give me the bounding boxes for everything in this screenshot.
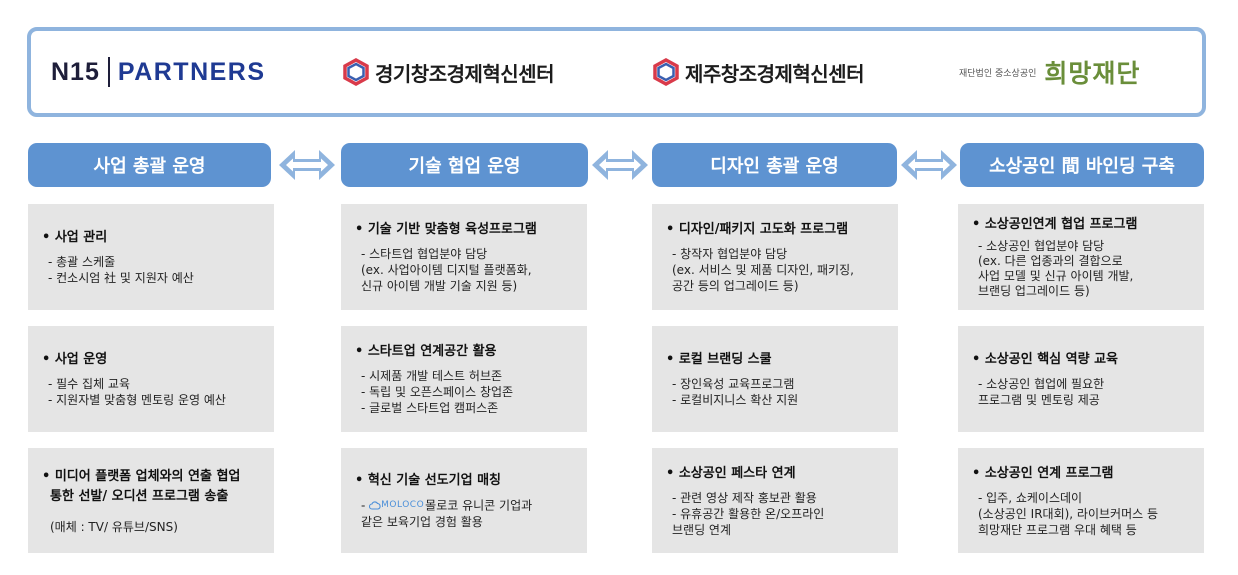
box-item: (소상공인 IR대회), 라이브커머스 등 [978,506,1159,521]
gyeonggi-center-name: 경기창조경제혁신센터 [375,61,555,86]
box-festa: • 소상공인 페스타 연계 - 관련 영상 제작 홍보관 활용 - 유휴공간 활… [652,448,898,553]
box-design-program: • 디자인/패키지 고도화 프로그램 - 창작자 협업분야 담당 (ex. 서비… [652,204,898,310]
phase-label: 사업 총괄 운영 [93,156,206,177]
phase-small-business-binding: 소상공인 間 바인딩 구축 [960,143,1204,187]
box-item: - 총괄 스케줄 [48,255,116,269]
phase-label: 디자인 총괄 운영 [710,156,839,177]
jeju-center-name: 제주창조경제혁신센터 [685,61,865,86]
box-title: • 혁신 기술 선도기업 매칭 [355,473,502,489]
box-title: • 사업 운영 [42,352,108,367]
box-small-business-collab: • 소상공인연계 협업 프로그램 - 소상공인 협업분야 담당 (ex. 다른 … [958,204,1204,310]
box-title: • 스타트업 연계공간 활용 [355,344,497,359]
box-item: (ex. 서비스 및 제품 디자인, 패키징, [672,263,854,277]
creative-center-ring-icon [343,58,369,86]
box-item: (ex. 사업아이템 디지털 플랫폼화, [361,263,532,277]
huimang-foundation-logo: 재단법인 중소상공인 희망재단 [959,31,1140,113]
box-note: (매체 : TV/ 유튜브/SNS) [50,519,178,534]
partners-text: PARTNERS [117,57,266,86]
partner-logo-bar: N15 PARTNERS 경기창조경제혁신센터 제주창조경제혁신센터 재단법인 … [27,27,1206,117]
n15-separator [107,57,110,87]
double-arrow-icon [279,150,335,180]
box-tech-program: • 기술 기반 맞춤형 육성프로그램 - 스타트업 협업분야 담당 (ex. 사… [341,204,587,310]
box-item: - 지원자별 맞춤형 멘토링 운영 예산 [48,393,226,407]
phase-label: 기술 협업 운영 [408,156,521,177]
box-title: • 기술 기반 맞춤형 육성프로그램 [355,222,537,237]
box-item: - 창작자 협업분야 담당 [672,247,788,261]
box-startup-space: • 스타트업 연계공간 활용 - 시제품 개발 테스트 허브존 - 독립 및 오… [341,326,587,432]
box-title: • 디자인/패키지 고도화 프로그램 [666,222,849,237]
box-item: - 관련 영상 제작 홍보관 활용 [672,490,817,505]
box-media-platform: • 미디어 플랫폼 업체와의 연출 협업 통한 선발/ 오디션 프로그램 송출 … [28,448,274,553]
box-item: 공간 등의 업그레이드 등) [672,279,799,293]
box-item-text: 몰로코 유니콘 기업과 [425,498,533,513]
box-local-branding: • 로컬 브랜딩 스쿨 - 장인육성 교육프로그램 - 로컬비지니스 확산 지원 [652,326,898,432]
box-item: - 소상공인 협업에 필요한 [978,377,1105,391]
phase-business-management: 사업 총괄 운영 [28,143,271,187]
box-title: • 소상공인 페스타 연계 [666,465,796,481]
box-item: 신규 아이템 개발 기술 지원 등) [361,279,518,293]
box-item: - 로컬비지니스 확산 지원 [672,393,799,407]
phase-tech-collaboration: 기술 협업 운영 [341,143,588,187]
box-item: - 필수 집체 교육 [48,377,131,391]
jeju-center-logo: 제주창조경제혁신센터 [651,31,865,113]
box-item: - 컨소시엄 社 및 지원자 예산 [48,271,194,285]
moloco-cloud-icon [369,501,381,510]
box-item: - 독립 및 오픈스페이스 창업존 [361,385,514,399]
double-arrow-icon [592,150,648,180]
box-title: • 사업 관리 [42,230,108,245]
creative-center-ring-icon [653,58,679,86]
box-item: - 스타트업 협업분야 담당 [361,247,488,261]
gyeonggi-center-logo: 경기창조경제혁신센터 [341,31,555,113]
box-title: • 소상공인 연계 프로그램 [972,465,1114,481]
box-title: • 로컬 브랜딩 스쿨 [666,352,772,367]
box-item: - 입주, 쇼케이스데이 [978,490,1083,505]
moloco-text: MOLOCO [381,500,425,511]
box-item: (ex. 다른 업종과의 결합으로 [978,254,1123,268]
n15-partners-logo: N15 PARTNERS [51,31,266,113]
box-business-operation: • 사업 운영 - 필수 집체 교육 - 지원자별 맞춤형 멘토링 운영 예산 [28,326,274,432]
phase-design-management: 디자인 총괄 운영 [652,143,897,187]
box-item: 같은 보육기업 경험 활용 [361,514,483,529]
huimang-subtitle: 재단법인 중소상공인 [959,68,1037,79]
box-item: - 유휴공간 활용한 온/오프라인 [672,506,825,521]
huimang-name: 희망재단 [1044,59,1141,88]
box-core-education: • 소상공인 핵심 역량 교육 - 소상공인 협업에 필요한 프로그램 및 멘토… [958,326,1204,432]
box-item: - 장인육성 교육프로그램 [672,377,795,391]
box-linked-program: • 소상공인 연계 프로그램 - 입주, 쇼케이스데이 (소상공인 IR대회),… [958,448,1204,553]
box-item: 프로그램 및 멘토링 제공 [978,393,1100,407]
box-title: • 소상공인 핵심 역량 교육 [972,352,1119,367]
box-item: - 글로벌 스타트업 캠퍼스존 [361,401,499,415]
box-item: 브랜딩 연계 [672,522,732,537]
box-business-admin: • 사업 관리 - 총괄 스케줄 - 컨소시엄 社 및 지원자 예산 [28,204,274,310]
box-title: • 소상공인연계 협업 프로그램 [972,217,1138,232]
double-arrow-icon [901,150,957,180]
box-title-line2: 통한 선발/ 오디션 프로그램 송출 [50,488,229,504]
n15-text: N15 [51,57,100,86]
box-item: 사업 모델 및 신규 아이템 개발, [978,269,1134,283]
box-item: 브랜딩 업그레이드 등) [978,284,1090,298]
box-item: 희망재단 프로그램 우대 혜택 등 [978,522,1137,537]
box-title: • 미디어 플랫폼 업체와의 연출 협업 [42,468,241,484]
box-item: - 소상공인 협업분야 담당 [978,239,1105,253]
box-item: - 시제품 개발 테스트 허브존 [361,369,503,383]
phase-label: 소상공인 間 바인딩 구축 [989,156,1175,177]
moloco-logo: MOLOCO [369,497,424,513]
